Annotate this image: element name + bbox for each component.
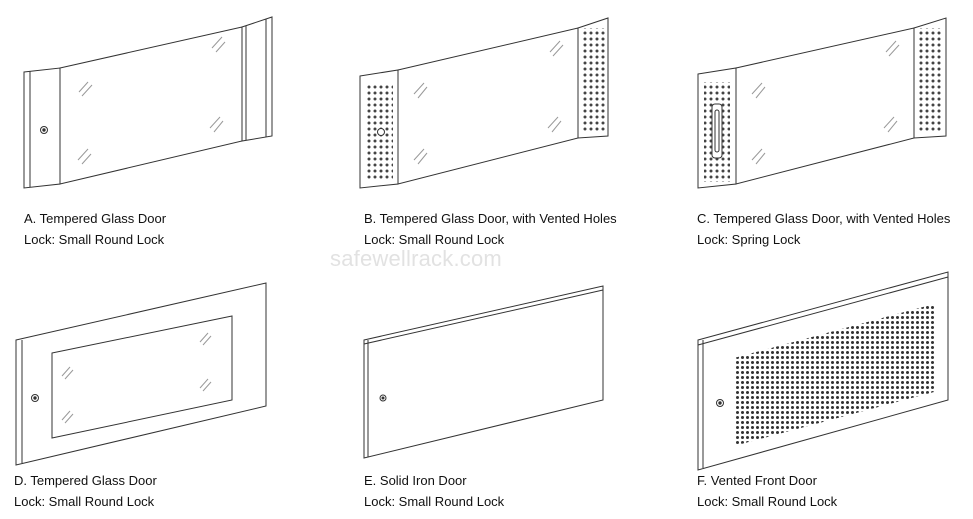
door-e-caption: E. Solid Iron Door Lock: Small Round Loc… [364,470,504,512]
door-a-lock: Lock: Small Round Lock [24,232,165,247]
door-d-lock: Lock: Small Round Lock [14,494,155,509]
watermark-text: safewellrack.com [330,246,502,271]
door-f-lock-icon [716,399,724,407]
door-f-caption: F. Vented Front Door Lock: Small Round L… [697,470,837,512]
door-f-title: F. Vented Front Door [697,473,817,488]
door-e-lock-icon [379,394,387,402]
door-a-caption: A. Tempered Glass Door Lock: Small Round… [24,208,166,250]
door-c-vent-right [918,28,942,132]
door-f-vent-panel [734,304,934,446]
door-a-drawing [23,16,273,189]
door-b-lock: Lock: Small Round Lock [364,232,505,247]
door-c-caption: C. Tempered Glass Door, with Vented Hole… [697,208,950,250]
door-d-lock-icon [31,394,39,402]
door-b-caption: B. Tempered Glass Door, with Vented Hole… [364,208,617,250]
door-a-lock-icon [40,126,48,134]
door-e-lock: Lock: Small Round Lock [364,494,505,509]
door-b-vent-right [582,28,605,132]
door-b-title: B. Tempered Glass Door, with Vented Hole… [364,211,617,226]
door-d-drawing [15,282,267,466]
door-c-drawing [697,17,947,189]
door-c-lock: Lock: Spring Lock [697,232,801,247]
door-e-drawing [363,285,604,459]
door-a-title: A. Tempered Glass Door [24,211,167,226]
door-b-drawing [359,17,609,189]
door-c-title: C. Tempered Glass Door, with Vented Hole… [697,211,951,226]
door-e-title: E. Solid Iron Door [364,473,467,488]
door-f-lock: Lock: Small Round Lock [697,494,838,509]
door-f-drawing [697,271,949,471]
door-b-lock-icon [377,128,385,136]
door-d-caption: D. Tempered Glass Door Lock: Small Round… [14,470,157,512]
door-d-glass-window [51,315,233,439]
door-d-title: D. Tempered Glass Door [14,473,157,488]
